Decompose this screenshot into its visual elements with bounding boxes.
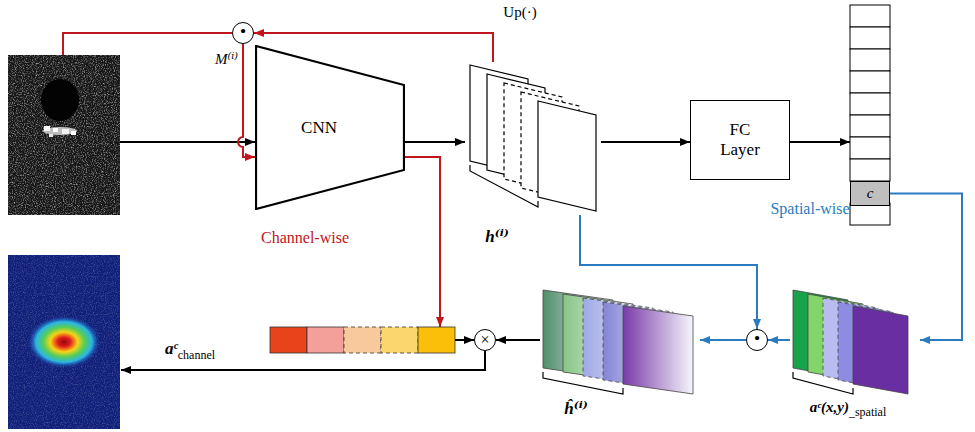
vector-cell [850, 203, 890, 225]
weighted-feature-maps: ĥ⁽ⁱ⁾ [540, 288, 700, 396]
vector-cell [850, 159, 890, 181]
bright-scatter [44, 126, 50, 131]
connector-arrow [700, 339, 746, 341]
vector-cell [850, 137, 890, 159]
fc-layer-box: FC Layer [690, 100, 790, 180]
weight-cell [307, 327, 344, 353]
image-ground [8, 55, 120, 215]
class-index: c [867, 185, 874, 202]
heatmap-noise [8, 255, 120, 429]
product-circle: × [474, 329, 496, 351]
channel-wire [405, 157, 440, 327]
mask-wire [63, 33, 232, 55]
score-vector [850, 5, 890, 225]
target-shadow [41, 79, 79, 121]
connector-group [238, 33, 962, 340]
stack-bracket [470, 165, 538, 207]
channel-weight-bar [270, 327, 455, 353]
module-name: CNN [301, 118, 337, 138]
math-subscript: _spatial [849, 405, 886, 419]
label-group: Channel-wise [261, 229, 349, 247]
weight-cell [418, 327, 455, 353]
vector-cell [850, 27, 890, 49]
score-arrow [790, 141, 850, 143]
cnn-trapezoid: CNN [255, 45, 405, 210]
vector-cell [850, 93, 890, 115]
heat-blob [28, 316, 100, 368]
vector-cell [850, 71, 890, 93]
connector-arrow [405, 141, 465, 143]
math-label: aᶜ [165, 339, 178, 358]
connector-arrow [496, 339, 540, 341]
stack-label: h⁽ⁱ⁾ [485, 226, 509, 247]
stack-bracket [793, 372, 853, 394]
input-arrow [120, 141, 255, 143]
operator-symbol: × [480, 332, 489, 348]
hadamard-product: · [232, 22, 254, 44]
label-group: aᶜchannel [165, 339, 215, 363]
weight-arrow [455, 339, 474, 341]
class-score-cell: c [850, 181, 890, 206]
label-group: Spatial-wise [770, 200, 849, 218]
bright-scatter [71, 131, 76, 135]
stack-label: ĥ⁽ⁱ⁾ [564, 398, 588, 419]
feature-map [623, 306, 693, 394]
bright-scatter [49, 134, 53, 137]
map-stack-art [790, 288, 920, 416]
hadamard-product: · [746, 329, 768, 351]
math-label: h⁽ⁱ⁾ [485, 227, 509, 246]
connector-arrow [238, 44, 255, 157]
bright-scatter [53, 128, 58, 132]
section-label: Channel-wise [261, 229, 349, 246]
stack-bracket [543, 372, 623, 394]
math-subscript: channel [178, 348, 215, 362]
map-stack-art [465, 62, 601, 235]
heatmap-output-image [8, 255, 120, 429]
feature-map [538, 101, 596, 211]
vector-cell [850, 49, 890, 71]
connector-arrow [768, 339, 790, 341]
math-label: ĥ⁽ⁱ⁾ [564, 399, 588, 418]
sar-input-image [8, 55, 120, 215]
section-label: Spatial-wise [770, 200, 849, 217]
weight-cell [381, 327, 418, 353]
target-return [43, 127, 77, 135]
weight-cell [344, 327, 381, 353]
weight-cell [270, 327, 307, 353]
module-name: FC Layer [713, 120, 767, 159]
map-stack-art [540, 288, 700, 416]
bright-scatter [62, 129, 69, 134]
feature-maps: h⁽ⁱ⁾ [465, 62, 601, 215]
edge-label: M⁽ⁱ⁾ [213, 50, 240, 68]
spatial-weight-maps: aᶜ(x,y)_spatial [790, 288, 920, 396]
math-label: aᶜ(x,y) [810, 399, 849, 415]
feature-map [853, 306, 908, 394]
edge-label: Up(·) [501, 4, 538, 21]
operator-symbol: · [753, 325, 762, 351]
cnn-outline [256, 46, 404, 209]
operator-symbol: · [239, 18, 248, 44]
stack-label: aᶜ(x,y)_spatial [810, 398, 887, 420]
vector-cell [850, 5, 890, 27]
heatmap-ground [8, 255, 120, 429]
vector-cell [850, 115, 890, 137]
connector-arrow [601, 141, 690, 143]
speckle-noise [8, 55, 120, 215]
